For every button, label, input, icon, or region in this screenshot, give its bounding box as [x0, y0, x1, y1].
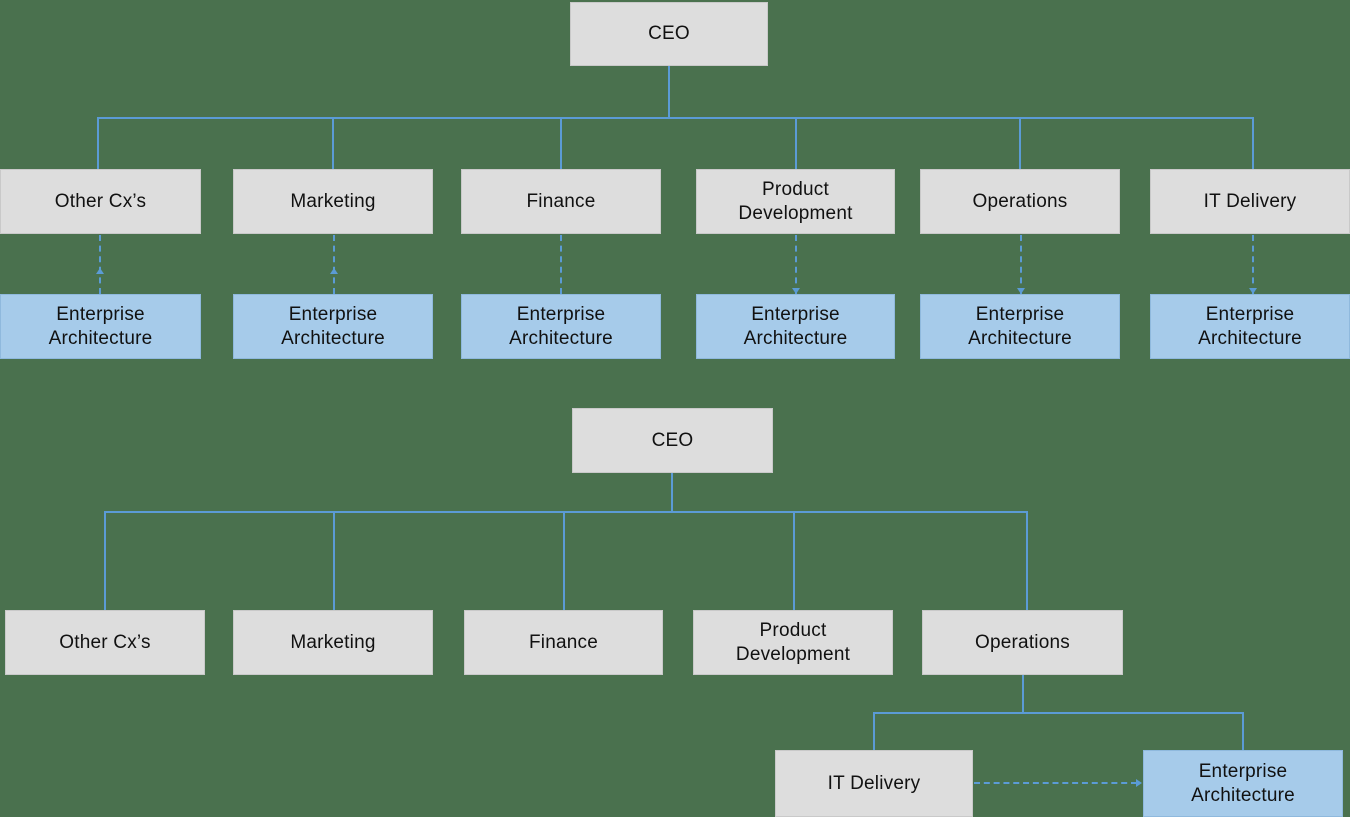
- bottom-drop-operations: [1026, 511, 1028, 610]
- top-dashed-link-marketing: [333, 235, 335, 294]
- top-ea-product-development[interactable]: Enterprise Architecture: [696, 294, 895, 359]
- bottom-dept-other-cxs[interactable]: Other Cx’s: [5, 610, 205, 675]
- bottom-dashed-arrow-ea: [1136, 779, 1142, 787]
- top-dept-product-development[interactable]: Product Development: [696, 169, 895, 234]
- bottom-operations-bus: [873, 712, 1244, 714]
- bottom-dept-product-development[interactable]: Product Development: [693, 610, 893, 675]
- bottom-dashed-link-it-delivery-ea: [974, 782, 1137, 784]
- top-ea-other-cxs[interactable]: Enterprise Architecture: [0, 294, 201, 359]
- bottom-drop-it-delivery: [873, 712, 875, 751]
- bottom-drop-other-cxs: [104, 511, 106, 610]
- top-dept-operations[interactable]: Operations: [920, 169, 1120, 234]
- top-drop-marketing: [332, 117, 334, 169]
- top-dashed-link-product-development: [795, 235, 797, 294]
- top-drop-product-development: [795, 117, 797, 169]
- top-drop-it-delivery: [1252, 117, 1254, 169]
- bottom-enterprise-architecture-node[interactable]: Enterprise Architecture: [1143, 750, 1343, 817]
- top-bus: [97, 117, 1253, 119]
- top-dashed-link-it-delivery: [1252, 235, 1254, 294]
- top-ea-it-delivery[interactable]: Enterprise Architecture: [1150, 294, 1350, 359]
- bottom-bus: [104, 511, 1028, 513]
- bottom-dept-finance[interactable]: Finance: [464, 610, 663, 675]
- bottom-drop-enterprise-architecture: [1242, 712, 1244, 751]
- top-dashed-link-operations: [1020, 235, 1022, 294]
- top-ea-marketing[interactable]: Enterprise Architecture: [233, 294, 433, 359]
- bottom-ceo-node[interactable]: CEO: [572, 408, 773, 473]
- bottom-drop-product-development: [793, 511, 795, 610]
- top-dashed-link-other-cxs: [99, 235, 101, 294]
- top-dept-it-delivery[interactable]: IT Delivery: [1150, 169, 1350, 234]
- bottom-drop-finance: [563, 511, 565, 610]
- top-ea-finance[interactable]: Enterprise Architecture: [461, 294, 661, 359]
- top-dept-marketing[interactable]: Marketing: [233, 169, 433, 234]
- bottom-it-delivery-node[interactable]: IT Delivery: [775, 750, 973, 817]
- top-dashed-link-finance: [560, 235, 562, 294]
- top-ceo-stem: [668, 66, 670, 118]
- top-drop-other-cxs: [97, 117, 99, 169]
- bottom-dept-marketing[interactable]: Marketing: [233, 610, 433, 675]
- bottom-dept-operations[interactable]: Operations: [922, 610, 1123, 675]
- top-dashed-arrow-operations: [1017, 288, 1025, 294]
- top-dept-finance[interactable]: Finance: [461, 169, 661, 234]
- top-dashed-arrow-other-cxs: [96, 268, 104, 274]
- bottom-ceo-stem: [671, 473, 673, 512]
- bottom-drop-marketing: [333, 511, 335, 610]
- top-ceo-node[interactable]: CEO: [570, 2, 768, 66]
- top-drop-finance: [560, 117, 562, 169]
- top-dept-other-cxs[interactable]: Other Cx’s: [0, 169, 201, 234]
- bottom-operations-stem: [1022, 675, 1024, 713]
- top-ea-operations[interactable]: Enterprise Architecture: [920, 294, 1120, 359]
- top-dashed-arrow-it-delivery: [1249, 288, 1257, 294]
- top-dashed-arrow-product-development: [792, 288, 800, 294]
- top-dashed-arrow-marketing: [330, 268, 338, 274]
- top-drop-operations: [1019, 117, 1021, 169]
